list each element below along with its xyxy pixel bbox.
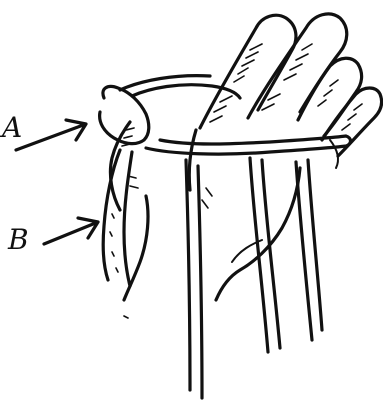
- hand: [110, 14, 381, 300]
- label-a: A: [2, 114, 22, 142]
- arrow-b: [44, 218, 98, 244]
- label-b: B: [8, 226, 29, 254]
- string: [100, 76, 351, 398]
- arrow-a: [16, 120, 86, 150]
